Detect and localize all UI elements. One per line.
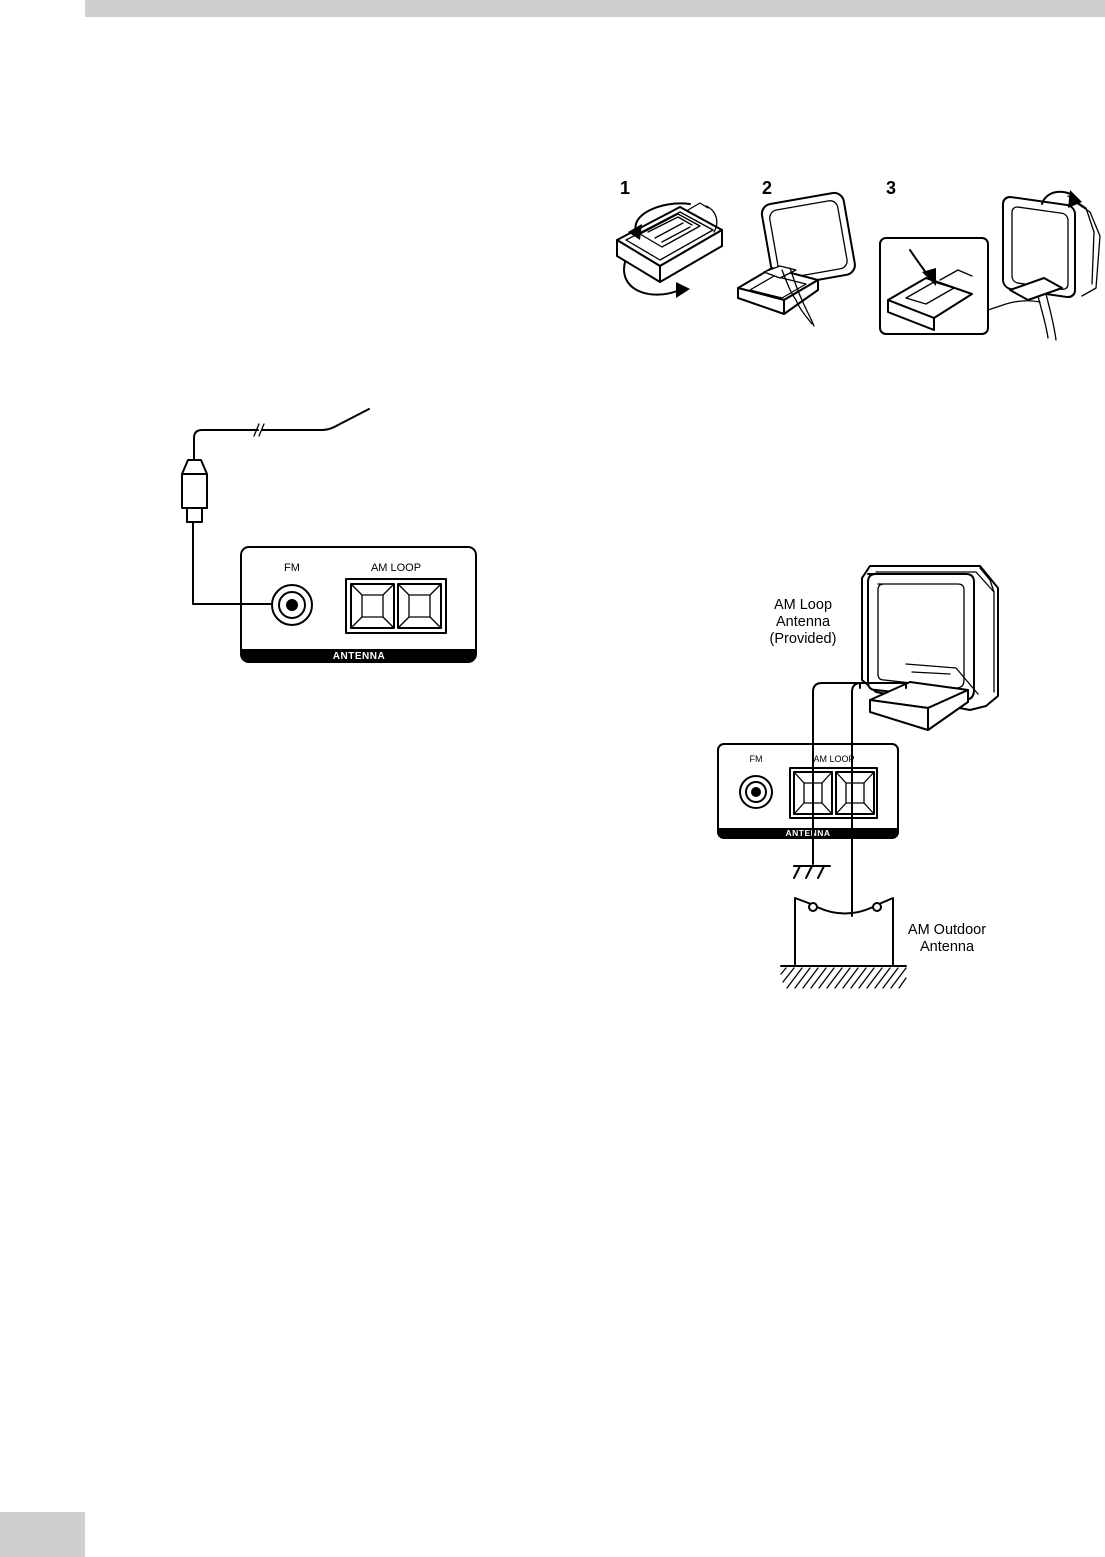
fm-terminal-label-small: FM	[750, 754, 763, 764]
step-2-illustration	[737, 191, 856, 327]
ground-hatch	[780, 967, 907, 989]
page-corner-tab	[0, 1512, 85, 1557]
am-outdoor-callout-line1: AM Outdoor	[908, 922, 986, 938]
header-band	[85, 0, 1105, 17]
step-1-illustration	[616, 202, 723, 298]
am-connection-diagram: AM Loop Antenna (Provided) ANTENNA FM AM…	[717, 565, 999, 989]
am-outdoor-callout-line2: Antenna	[920, 939, 975, 955]
step-3-number: 3	[886, 178, 896, 198]
antenna-label-small: ANTENNA	[785, 828, 830, 838]
am-loop-callout-line3: (Provided)	[770, 631, 837, 647]
ground-wire	[812, 682, 907, 865]
fm-terminal-label: FM	[284, 562, 300, 574]
am-loop-terminal-label-small: AM LOOP	[813, 754, 854, 764]
step-3-illustration	[879, 190, 1101, 341]
fm-antenna-cable	[193, 429, 259, 461]
am-loop-antenna	[861, 565, 999, 731]
antenna-terminal-panel-large: ANTENNA FM AM LOOP	[240, 546, 477, 663]
am-loop-callout-line1: AM Loop	[774, 597, 832, 613]
step-1-number: 1	[620, 178, 630, 198]
antenna-label: ANTENNA	[333, 651, 385, 662]
plug-tip	[186, 507, 203, 523]
outdoor-antenna-symbol	[780, 897, 907, 989]
fm-connection-diagram: ANTENNA FM AM LOOP	[181, 408, 477, 663]
am-loop-terminal-label: AM LOOP	[371, 562, 421, 574]
plug-body	[181, 473, 208, 509]
fm-jack-center	[286, 599, 298, 611]
fm-antenna-cable-end	[261, 408, 370, 431]
plug-collar	[181, 459, 208, 475]
assembly-steps: 1 2 3	[616, 178, 1101, 341]
am-loop-callout-line2: Antenna	[776, 614, 831, 630]
outdoor-antenna-wire	[851, 682, 871, 917]
ground-symbol	[793, 865, 831, 879]
antenna-terminal-panel-small: ANTENNA FM AM LOOP	[717, 743, 899, 839]
step-2-number: 2	[762, 178, 772, 198]
